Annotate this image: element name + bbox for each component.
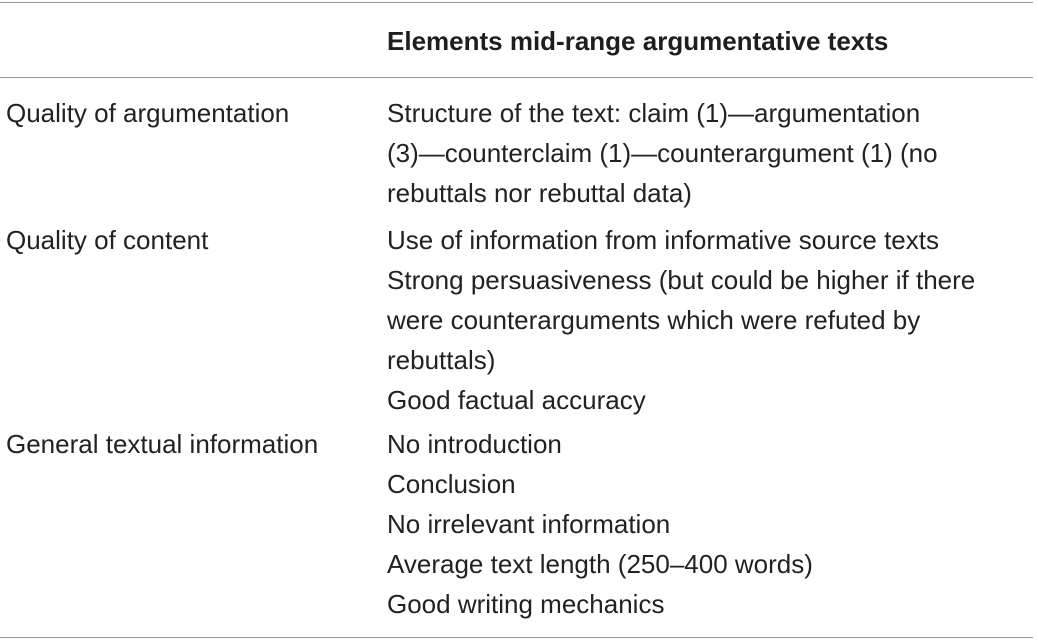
content-line: No introduction (387, 429, 562, 459)
content-line: Strong persuasiveness (but could be high… (387, 265, 976, 295)
content-line: Use of information from informative sour… (387, 225, 939, 255)
row-content: Use of information from informative sour… (387, 220, 1032, 420)
table-top-rule (0, 2, 1033, 3)
row-label: Quality of argumentation (6, 98, 290, 128)
content-line: Average text length (250–400 words) (387, 549, 813, 579)
header-divider-rule (0, 77, 1033, 78)
table-bottom-rule (0, 637, 1033, 638)
content-line: Good writing mechanics (387, 589, 665, 619)
row-content: No introduction Conclusion No irrelevant… (387, 424, 1032, 624)
content-line: No irrelevant information (387, 509, 671, 539)
content-line: (3)—counterclaim (1)—counterargument (1)… (387, 138, 938, 168)
content-line: rebuttals nor rebuttal data) (387, 178, 692, 208)
row-label: General textual information (6, 429, 319, 459)
row-label: Quality of content (6, 225, 209, 255)
content-line: were counterarguments which were refuted… (387, 305, 921, 335)
row-content: Structure of the text: claim (1)—argumen… (387, 93, 1032, 213)
column-header: Elements mid-range argumentative texts (387, 26, 889, 56)
content-line: Good factual accuracy (387, 385, 646, 415)
content-line: Conclusion (387, 469, 516, 499)
content-line: Structure of the text: claim (1)—argumen… (387, 98, 921, 128)
content-line: rebuttals) (387, 345, 496, 375)
